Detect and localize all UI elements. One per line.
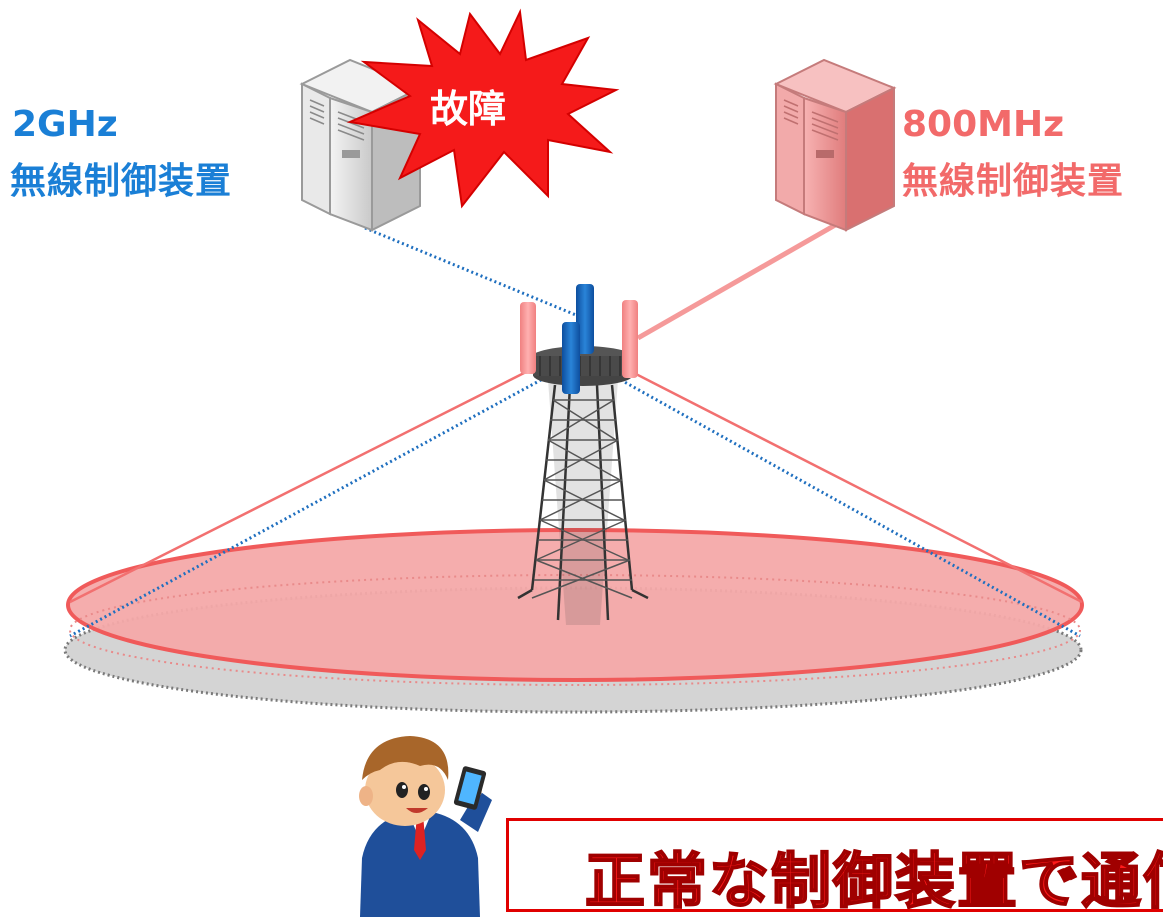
antenna-2ghz-back	[576, 284, 594, 354]
label-800mhz-controller: 無線制御装置	[902, 161, 1125, 202]
server-icon-800mhz	[773, 58, 897, 232]
coverage-area-800mhz	[66, 528, 1084, 682]
antenna-800mhz-left	[520, 302, 536, 374]
antenna-800mhz-right	[622, 300, 638, 378]
antenna-tower-icon	[517, 284, 649, 625]
label-2ghz-controller: 無線制御装置	[10, 161, 233, 202]
failure-burst-icon	[346, 8, 620, 209]
label-2ghz-frequency: 2GHz	[12, 104, 118, 145]
message-text: 正常な制御装置で通信	[584, 846, 1163, 912]
antenna-2ghz-front	[562, 322, 580, 394]
label-800mhz-frequency: 800MHz	[902, 104, 1065, 145]
coverage-cone-lines	[69, 370, 1083, 638]
link-2ghz-dotted	[364, 226, 589, 322]
user-with-smartphone-icon	[359, 736, 492, 917]
failure-label: 故障	[430, 87, 507, 131]
message-box: 正常な制御装置で通信	[506, 818, 1163, 912]
link-800mhz-solid	[636, 221, 839, 341]
